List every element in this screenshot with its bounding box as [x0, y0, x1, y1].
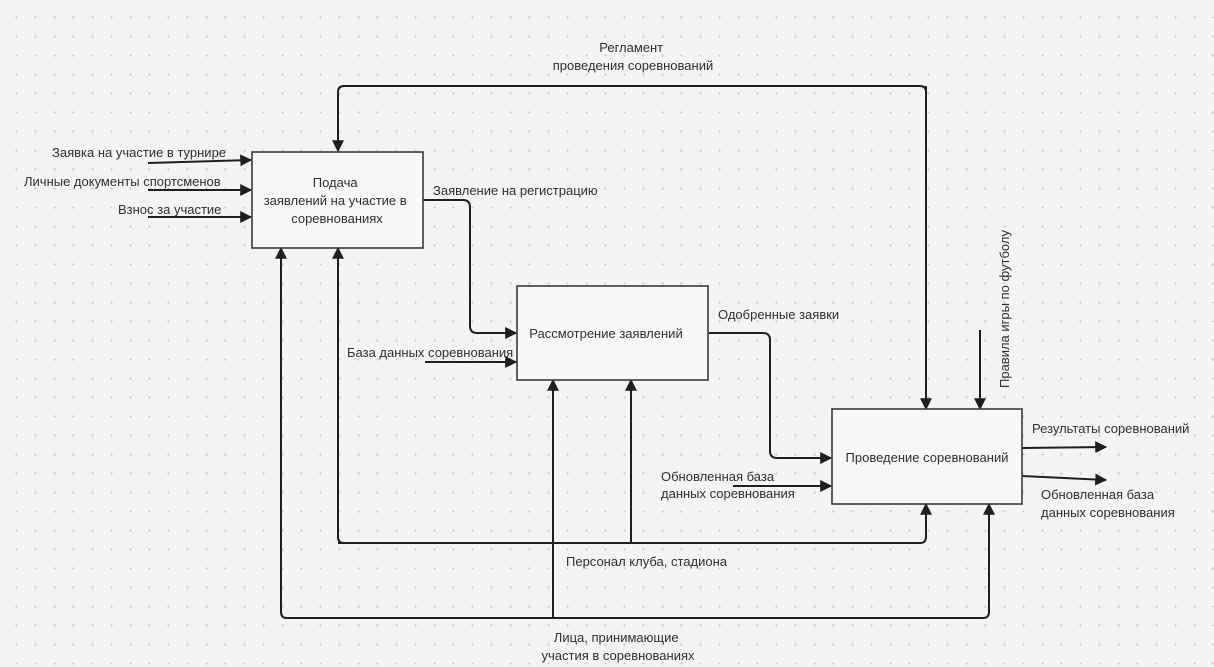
label-personal-docs: Личные документы спортсменов — [24, 174, 221, 189]
connectors — [147, 85, 1108, 619]
label-updated-db-in-line-1: Обновленная база — [661, 469, 775, 484]
arrow-updated-db-output[interactable] — [1021, 473, 1108, 486]
label-regulation: Регламент проведения соревнований — [553, 40, 713, 73]
arrow-participants-to-submission[interactable] — [275, 246, 553, 619]
label-staff: Персонал клуба, стадиона — [566, 554, 728, 569]
svg-text:Подача заявлений на учас: Подача заявлений на участие в соревнован… — [264, 175, 411, 226]
label-updated-db-in: Обновленная база данных соревнования — [661, 469, 795, 501]
label-results: Результаты соревнований — [1032, 421, 1189, 436]
label-updated-db-out-line-2: данных соревнования — [1041, 505, 1175, 520]
label-updated-db-out-line-1: Обновленная база — [1041, 487, 1155, 502]
block-conduct-label: Проведение соревнований — [846, 450, 1009, 465]
block-submission-line-2: заявлений на участие в — [264, 193, 407, 208]
label-application: Заявка на участие в турнире — [52, 145, 226, 160]
block-conduct[interactable]: Проведение соревнований — [831, 408, 1023, 505]
label-fee: Взнос за участие — [118, 202, 221, 217]
label-participants-line-2: участия в соревнованиях — [541, 648, 695, 663]
arrow-staff-to-conduct[interactable] — [338, 502, 932, 544]
block-review-label: Рассмотрение заявлений — [529, 326, 682, 341]
label-regulation-line-2: проведения соревнований — [553, 58, 713, 73]
arrow-approved-output[interactable] — [709, 332, 833, 464]
block-review[interactable]: Рассмотрение заявлений — [516, 285, 709, 381]
label-updated-db-out: Обновленная база данных соревнования — [1041, 487, 1175, 520]
arrow-registration-output[interactable] — [423, 199, 518, 339]
label-participants: Лица, принимающие участия в соревнования… — [541, 630, 695, 663]
label-updated-db-in-line-2: данных соревнования — [661, 486, 795, 501]
arrow-application-input[interactable] — [147, 154, 253, 167]
arrow-results-output[interactable] — [1021, 441, 1108, 454]
block-submission-line-3: соревнованиях — [291, 211, 383, 226]
label-database: База данных соревнования — [347, 345, 513, 360]
label-approved: Одобренные заявки — [718, 307, 839, 322]
label-participants-line-1: Лица, принимающие — [554, 630, 679, 645]
label-regulation-line-1: Регламент — [599, 40, 663, 55]
block-submission-line-1: Подача — [313, 175, 359, 190]
label-rules: Правила игры по футболу — [997, 230, 1012, 388]
arrow-participants-to-conduct[interactable] — [553, 502, 995, 619]
label-registration: Заявление на регистрацию — [433, 183, 598, 198]
block-submission[interactable]: Подача заявлений на участие в соревнован… — [251, 151, 424, 249]
